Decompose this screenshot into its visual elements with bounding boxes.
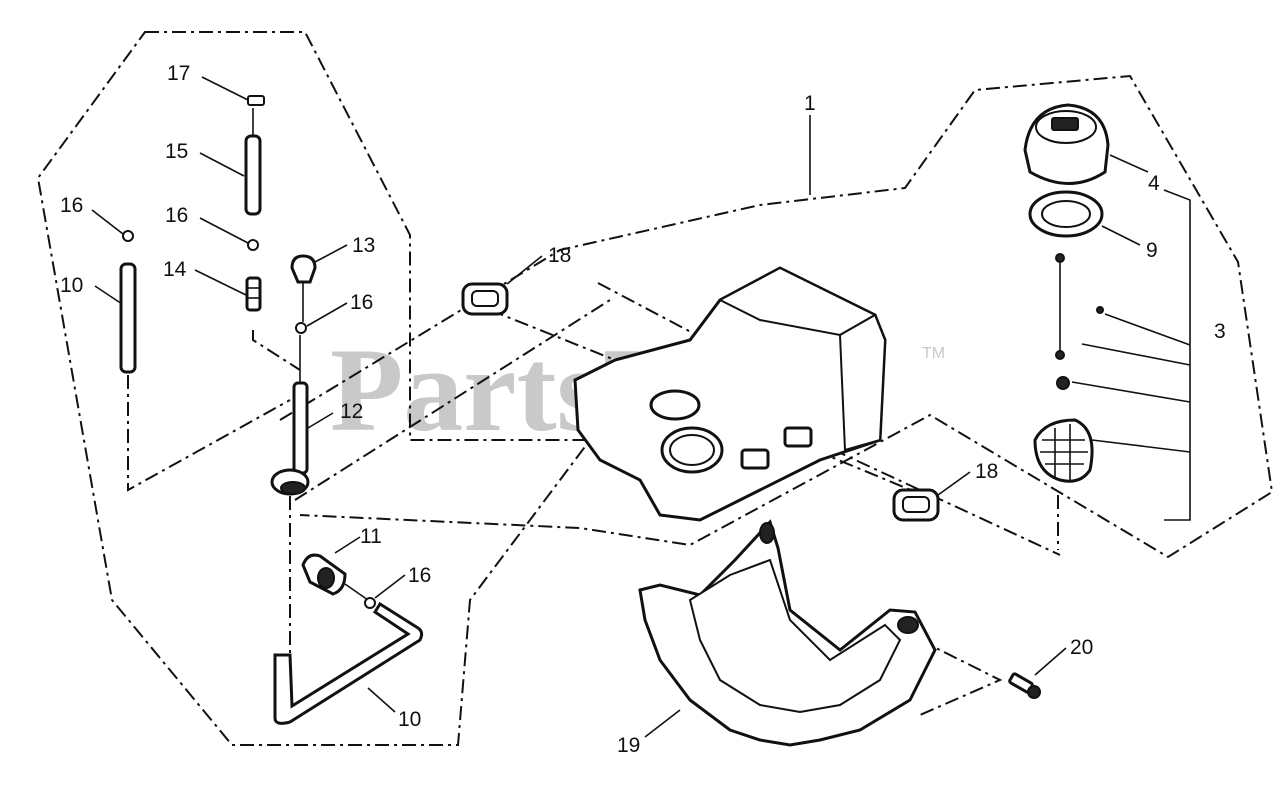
callout-17: 17: [167, 62, 190, 85]
callout-3: 3: [1214, 320, 1226, 343]
callout-16-c: 16: [350, 291, 373, 314]
part-16-oring-a: [247, 239, 259, 251]
callout-11: 11: [360, 525, 382, 548]
callout-4: 4: [1148, 172, 1160, 195]
part-11-filter: [301, 553, 369, 601]
callout-16-d: 16: [408, 564, 431, 587]
part-16-oring-d: [364, 597, 376, 609]
callout-10-a: 10: [60, 274, 83, 297]
callout-13: 13: [352, 234, 375, 257]
part-20-screw: [1008, 672, 1041, 699]
part-18-grommet-b: [892, 488, 940, 522]
part-15-hose: [244, 108, 262, 216]
callout-18-a: 18: [548, 244, 571, 267]
callout-labels: 1 3 4 9 10 10 11 12 13 14 15 16 16 16 16…: [60, 62, 1226, 757]
callout-18-b: 18: [975, 460, 998, 483]
callout-9: 9: [1146, 239, 1158, 262]
tank-assembly-boundary: [279, 74, 1274, 559]
callout-16-a: 16: [60, 194, 83, 217]
left-assembly-boundary: [36, 31, 592, 746]
callout-10-b: 10: [398, 708, 421, 731]
part-18-grommet-a: [461, 282, 509, 316]
part-1-fuel-tank: [573, 266, 887, 522]
callout-14: 14: [163, 258, 187, 281]
part-12-grommet: [270, 335, 310, 496]
part-16-oring-c: [295, 322, 307, 334]
part-10-bent-hose: [273, 601, 424, 725]
part-10-hose: [119, 262, 137, 374]
part-3-vent-assembly: [1033, 253, 1104, 483]
watermark-trademark: TM: [922, 345, 945, 362]
callout-20: 20: [1070, 636, 1093, 659]
part-13-breather: [290, 254, 317, 322]
cap-bracket: [1163, 189, 1191, 521]
part-4-fuel-cap: [1023, 103, 1110, 185]
part-16-oring-b: [122, 230, 134, 242]
callout-15: 15: [165, 140, 188, 163]
callout-19: 19: [617, 734, 640, 757]
part-14-fitting: [245, 276, 262, 312]
part-19-tank-mount: [638, 519, 937, 747]
part-9-gasket: [1028, 190, 1104, 238]
callout-12: 12: [340, 400, 363, 423]
leader-lines: [91, 76, 1191, 738]
callout-16-b: 16: [165, 204, 188, 227]
part-17-pin: [247, 95, 265, 106]
callout-1: 1: [804, 92, 816, 115]
